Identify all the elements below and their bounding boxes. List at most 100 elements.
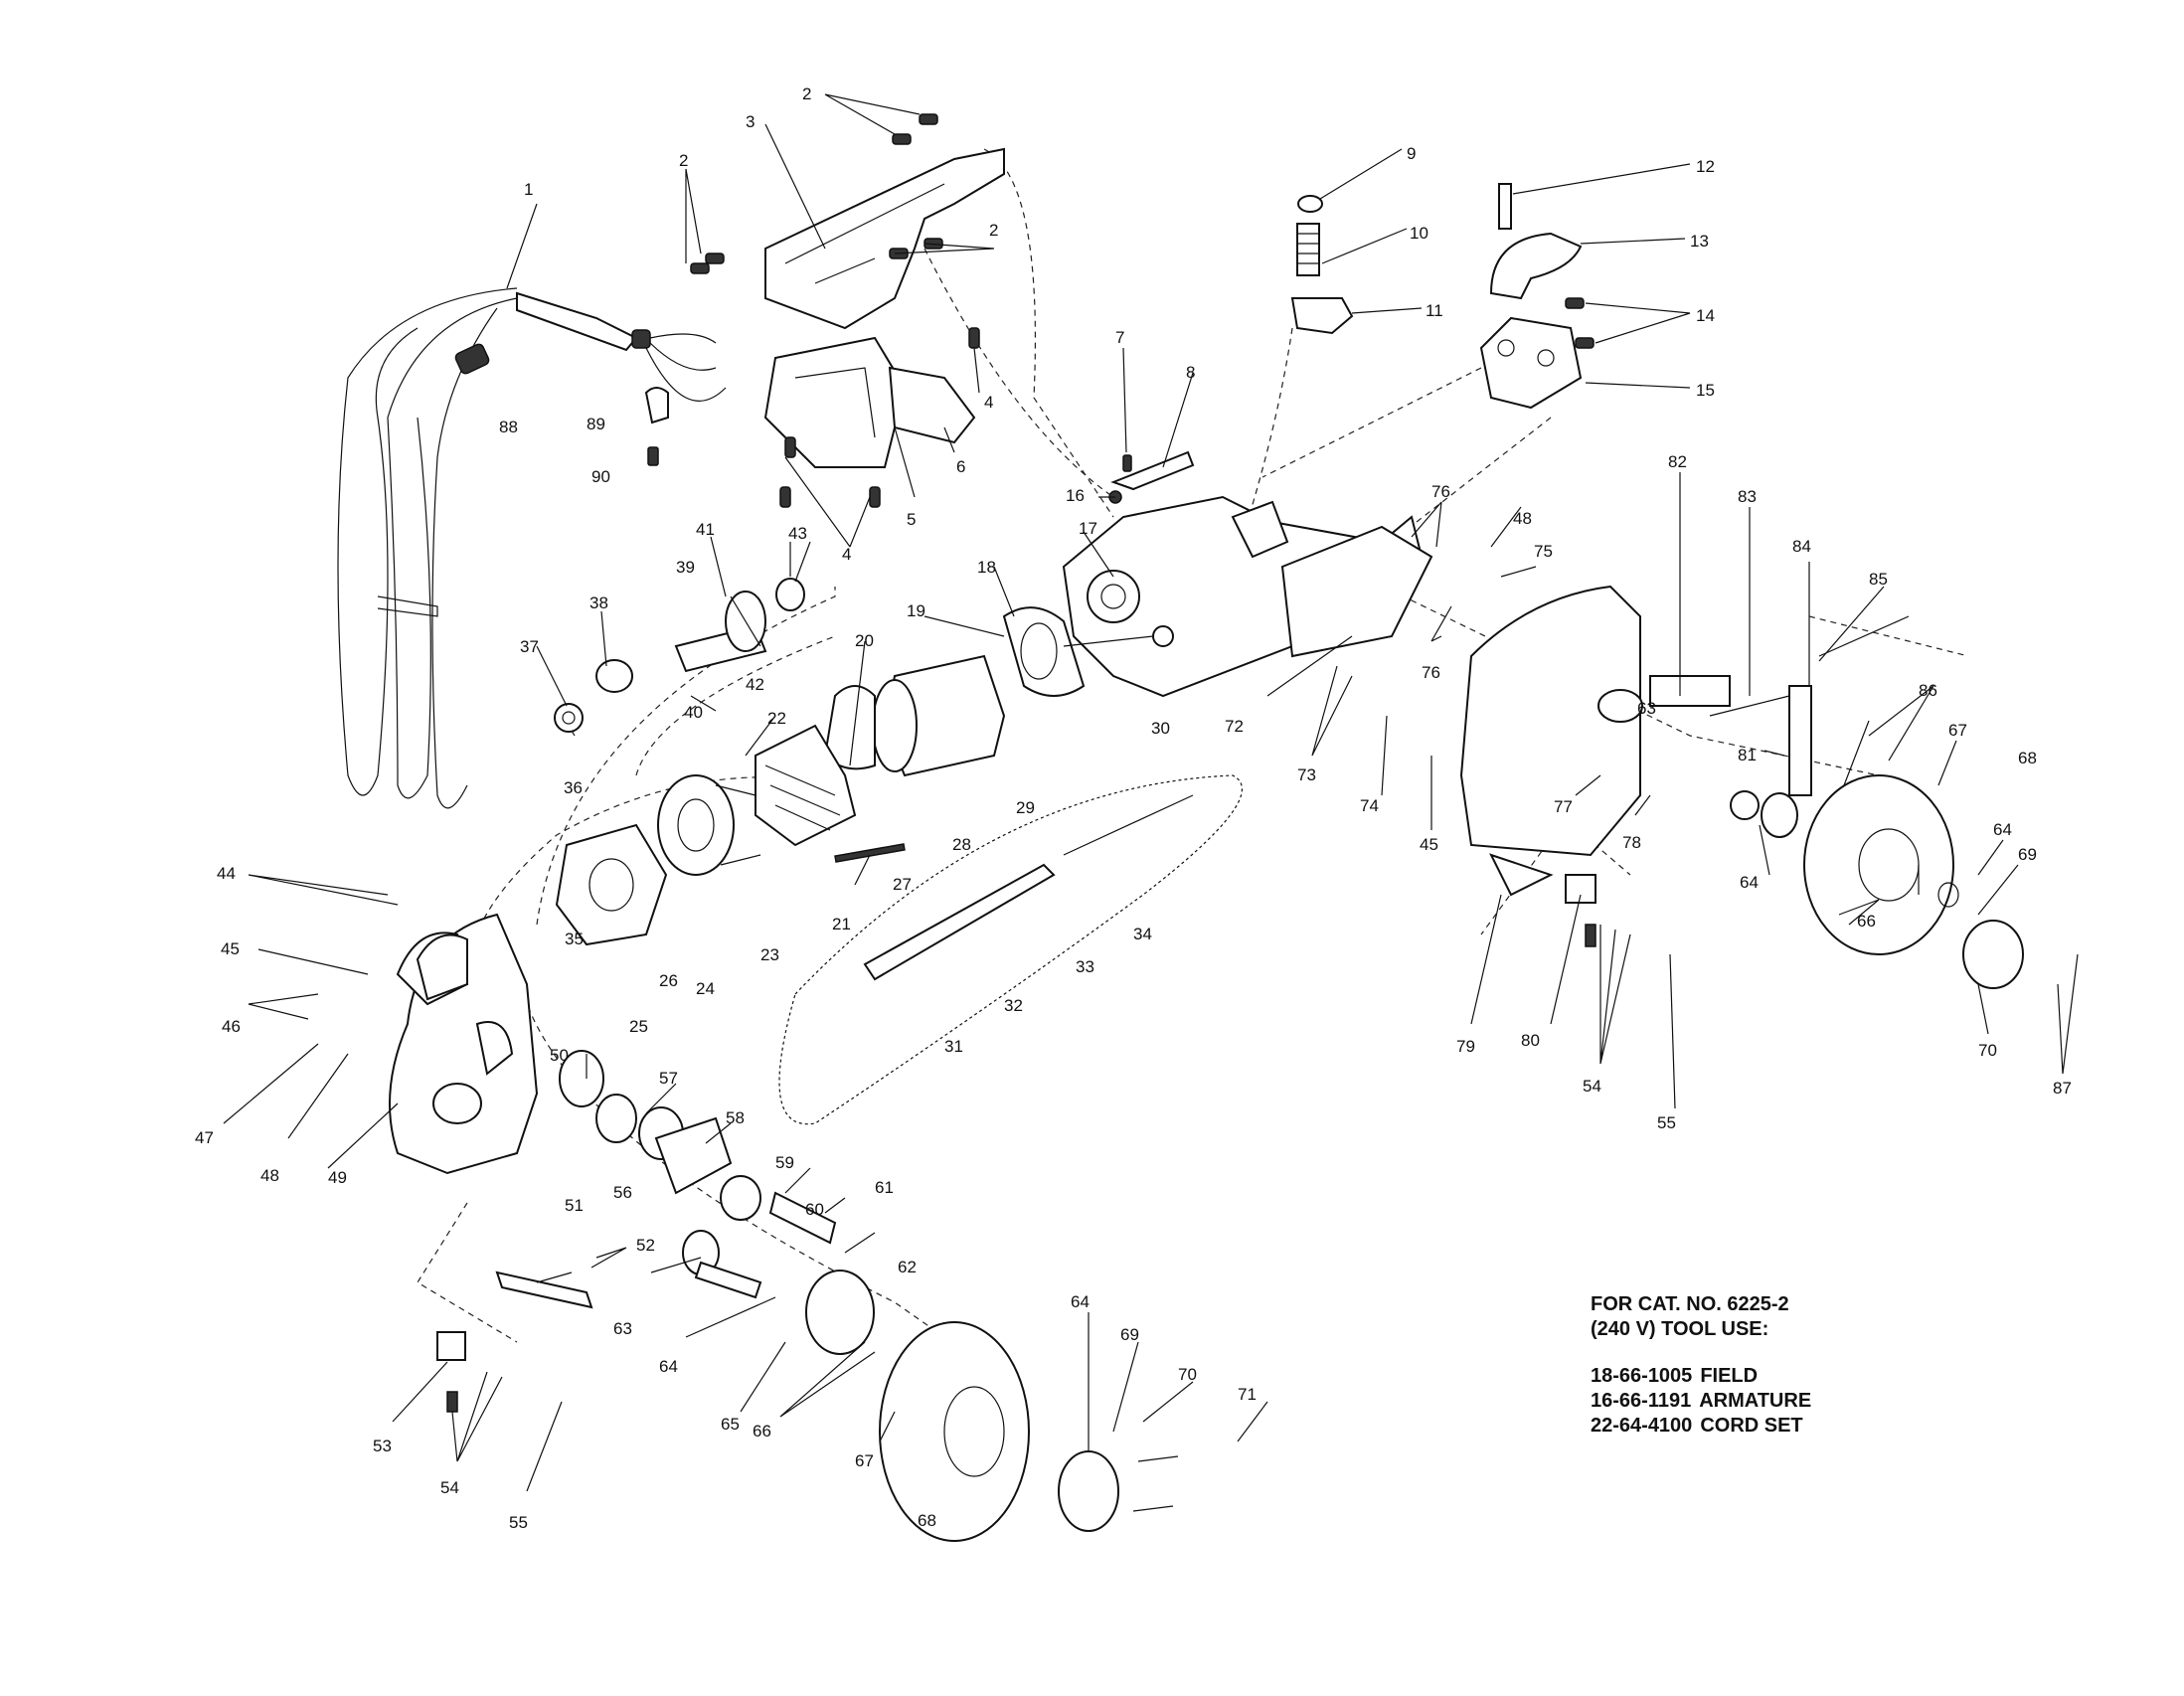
callout-7: 7 [1115,328,1124,347]
guide-assembly [1479,183,1595,410]
callout-68: 68 [2018,749,2037,767]
callout-13: 13 [1690,232,1709,251]
callout-61: 61 [875,1178,894,1197]
leader-lines [223,93,2079,1492]
plug-icon [454,343,490,375]
callout-81: 81 [1738,746,1757,764]
callout-12: 12 [1696,157,1715,176]
note-heading-line-2: (240 V) TOOL USE: [1591,1318,1769,1340]
callout-71: 71 [1238,1385,1257,1404]
callout-59: 59 [775,1153,794,1172]
callout-70: 70 [1978,1041,1997,1060]
callout-54: 54 [1583,1077,1601,1096]
handle-assembly [763,147,1005,468]
callout-69: 69 [2018,845,2037,864]
callout-66: 66 [1857,912,1876,931]
callout-76: 76 [1422,663,1440,682]
callout-64: 64 [659,1357,678,1376]
right-housing [1280,525,1643,897]
trigger-switch-icon [888,366,976,444]
callout-26: 26 [659,971,678,990]
callout-15: 15 [1696,381,1715,400]
callout-34: 34 [1133,925,1152,943]
callout-35: 35 [565,930,584,948]
cord-set [337,287,727,809]
drive-train-left [559,1050,1179,1542]
callout-90: 90 [591,467,610,486]
spindle-gear-assembly [554,578,805,733]
callout-83: 83 [1738,487,1757,506]
callout-18: 18 [977,558,996,577]
callout-46: 46 [222,1017,241,1036]
callout-5: 5 [907,510,916,529]
callout-66: 66 [753,1422,771,1441]
callout-85: 85 [1869,570,1888,589]
callout-1: 1 [524,180,533,199]
part-number: 22-64-4100 [1591,1415,1693,1437]
callout-33: 33 [1076,957,1094,976]
callout-19: 19 [907,601,925,620]
cord-clamp [644,387,669,466]
blade-loop [778,774,1243,1125]
callout-87: 87 [2053,1079,2072,1098]
part-number: 16-66-1191 [1591,1390,1692,1412]
callout-54: 54 [440,1478,459,1497]
callout-3: 3 [746,112,755,131]
callout-64: 64 [1071,1292,1090,1311]
callout-4: 4 [842,545,851,564]
callout-64: 64 [1993,820,2012,839]
callout-67: 67 [855,1451,874,1470]
part-number: 18-66-1005 [1591,1365,1693,1387]
callout-38: 38 [589,594,608,612]
callout-9: 9 [1407,144,1416,163]
callout-57: 57 [659,1069,678,1088]
small-hardware [436,874,1596,1413]
callout-62: 62 [898,1258,917,1276]
drive-train-right [1730,774,2024,989]
callout-37: 37 [520,637,539,656]
part-name: FIELD [1700,1365,1759,1387]
callout-69: 69 [1120,1325,1139,1344]
callout-2: 2 [802,85,811,103]
callout-45: 45 [1420,835,1438,854]
callout-40: 40 [684,703,703,722]
callout-52: 52 [636,1236,655,1255]
callout-16: 16 [1066,486,1085,505]
callout-21: 21 [832,915,851,933]
tension-assembly [1649,615,1910,796]
callout-11: 11 [1426,301,1443,320]
callout-55: 55 [509,1513,528,1532]
callout-labels: 1 2 2 2 3 4 4 5 6 7 8 9 10 11 12 13 14 1… [195,85,2072,1532]
callout-25: 25 [629,1017,648,1036]
callout-29: 29 [1016,798,1035,817]
callout-82: 82 [1668,452,1687,471]
callout-77: 77 [1554,797,1573,816]
callout-23: 23 [760,945,779,964]
note-row: 16-66-1191 ARMATURE [1591,1389,1811,1414]
callout-45: 45 [221,939,240,958]
callout-48: 48 [1513,509,1532,528]
callout-68: 68 [918,1511,936,1530]
callout-76: 76 [1431,482,1450,501]
callout-78: 78 [1622,833,1641,852]
callout-27: 27 [893,875,912,894]
callout-55: 55 [1657,1113,1676,1132]
callout-44: 44 [217,864,236,883]
callout-41: 41 [696,520,715,539]
callout-64: 64 [1740,873,1759,892]
callout-43: 43 [788,524,807,543]
callout-86: 86 [1919,681,1937,700]
callout-88: 88 [499,418,518,436]
callout-4: 4 [984,393,993,412]
callout-67: 67 [1948,721,1967,740]
callout-58: 58 [726,1108,745,1127]
callout-30: 30 [1151,719,1170,738]
callout-48: 48 [260,1166,279,1185]
callout-28: 28 [952,835,971,854]
callout-50: 50 [550,1046,569,1065]
callout-17: 17 [1079,519,1097,538]
callout-63: 63 [613,1319,632,1338]
callout-65: 65 [721,1415,740,1434]
